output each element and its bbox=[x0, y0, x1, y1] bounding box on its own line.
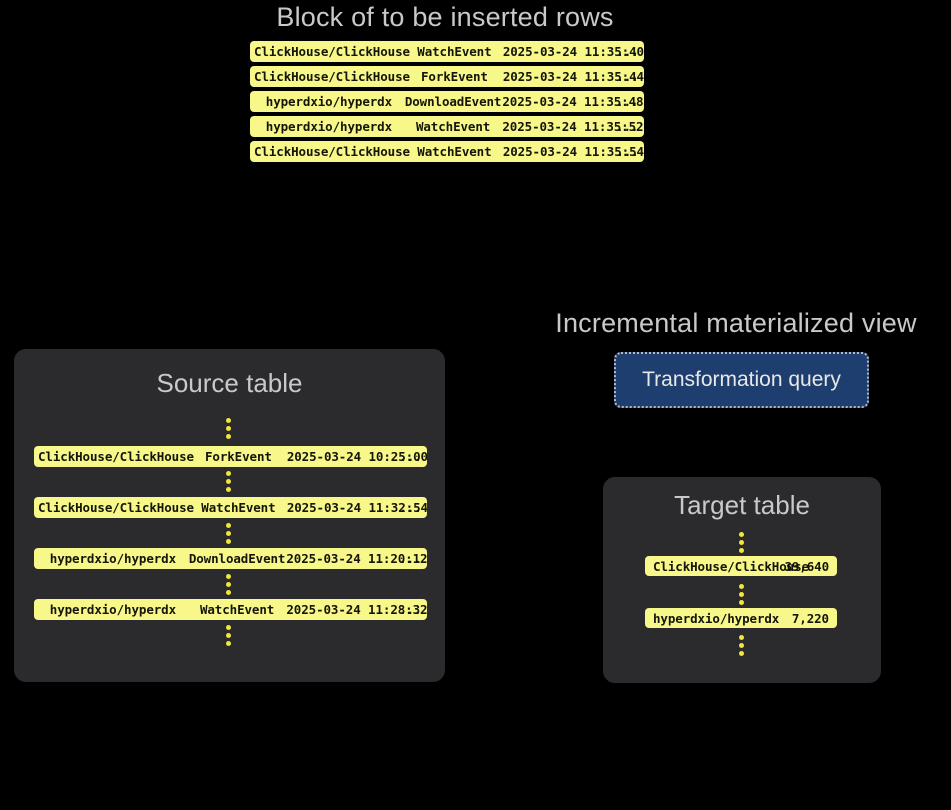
block-row: hyperdxio/hyperdx DownloadEvent 2025-03-… bbox=[250, 91, 644, 112]
row-repo: hyperdxio/hyperdx bbox=[49, 551, 177, 566]
dot-icon bbox=[738, 643, 744, 648]
row-event: WatchEvent bbox=[417, 44, 492, 59]
dot-icon bbox=[225, 487, 231, 492]
target-table-panel: Target table bbox=[603, 477, 881, 683]
row-event: DownloadEvent bbox=[404, 94, 502, 109]
dot-icon bbox=[225, 633, 231, 638]
row-count: 7,220 bbox=[791, 610, 829, 626]
dot-icon bbox=[225, 426, 231, 431]
block-row: ClickHouse/ClickHouse WatchEvent 2025-03… bbox=[250, 141, 644, 162]
dot-icon bbox=[738, 584, 744, 589]
target-dots-separator bbox=[737, 532, 745, 553]
dot-icon bbox=[225, 625, 231, 630]
dot-icon bbox=[225, 531, 231, 536]
dot-icon bbox=[225, 574, 231, 579]
row-ellipsis: ... bbox=[399, 602, 422, 617]
dot-icon bbox=[225, 523, 231, 528]
dot-icon bbox=[225, 539, 231, 544]
row-event: WatchEvent bbox=[415, 119, 491, 134]
row-repo: ClickHouse/ClickHouse bbox=[653, 558, 809, 574]
source-table-row: ClickHouse/ClickHouse ForkEvent 2025-03-… bbox=[34, 446, 427, 467]
dot-icon bbox=[738, 540, 744, 545]
block-row: ClickHouse/ClickHouse WatchEvent 2025-03… bbox=[250, 41, 644, 62]
source-dots-separator bbox=[224, 523, 232, 544]
row-timestamp: 2025-03-24 11:20:12 bbox=[286, 551, 427, 566]
row-timestamp: 2025-03-24 11:35:52 bbox=[502, 119, 644, 134]
dot-icon bbox=[225, 590, 231, 595]
row-ellipsis: ... bbox=[616, 69, 639, 84]
row-repo: ClickHouse/ClickHouse bbox=[254, 44, 410, 59]
dot-icon bbox=[738, 635, 744, 640]
dot-icon bbox=[225, 479, 231, 484]
row-event: WatchEvent bbox=[199, 602, 275, 617]
row-repo: ClickHouse/ClickHouse bbox=[254, 144, 410, 159]
row-repo: hyperdxio/hyperdx bbox=[49, 602, 177, 617]
row-event: DownloadEvent bbox=[188, 551, 286, 566]
dot-icon bbox=[738, 532, 744, 537]
row-repo: ClickHouse/ClickHouse bbox=[38, 500, 194, 515]
row-timestamp: 2025-03-24 11:35:40 bbox=[502, 44, 644, 59]
row-timestamp: 2025-03-24 11:35:48 bbox=[502, 94, 644, 109]
row-ellipsis: ... bbox=[616, 119, 639, 134]
dot-icon bbox=[738, 548, 744, 553]
row-ellipsis: ... bbox=[399, 551, 422, 566]
target-table-row: ClickHouse/ClickHouse 39,640 bbox=[645, 556, 837, 576]
source-table-title: Source table bbox=[156, 368, 303, 398]
row-timestamp: 2025-03-24 10:25:00 bbox=[286, 449, 427, 464]
row-event: WatchEvent bbox=[417, 144, 492, 159]
dot-icon bbox=[225, 434, 231, 439]
block-heading: Block of to be inserted rows bbox=[276, 2, 614, 32]
incremental-mv-heading: Incremental materialized view bbox=[555, 308, 917, 338]
row-repo: hyperdxio/hyperdx bbox=[265, 94, 393, 109]
row-repo: ClickHouse/ClickHouse bbox=[254, 69, 410, 84]
row-ellipsis: ... bbox=[616, 44, 639, 59]
row-timestamp: 2025-03-24 11:35:54 bbox=[502, 144, 644, 159]
transformation-query-box[interactable]: Transformation query bbox=[614, 352, 869, 408]
dot-icon bbox=[225, 582, 231, 587]
target-table-title: Target table bbox=[674, 490, 810, 520]
source-table-row: hyperdxio/hyperdx DownloadEvent 2025-03-… bbox=[34, 548, 427, 569]
row-repo: hyperdxio/hyperdx bbox=[265, 119, 393, 134]
row-ellipsis: ... bbox=[616, 144, 639, 159]
block-row: ClickHouse/ClickHouse ForkEvent 2025-03-… bbox=[250, 66, 644, 87]
source-dots-separator bbox=[224, 471, 232, 492]
row-ellipsis: ... bbox=[616, 94, 639, 109]
row-count: 39,640 bbox=[784, 558, 829, 574]
transformation-query-label: Transformation query bbox=[642, 368, 841, 391]
row-timestamp: 2025-03-24 11:35:44 bbox=[502, 69, 644, 84]
target-dots-separator bbox=[737, 584, 745, 605]
row-ellipsis: ... bbox=[399, 449, 422, 464]
row-ellipsis: ... bbox=[399, 500, 422, 515]
source-table-row: ClickHouse/ClickHouse WatchEvent 2025-03… bbox=[34, 497, 427, 518]
dot-icon bbox=[738, 592, 744, 597]
row-repo: ClickHouse/ClickHouse bbox=[38, 449, 194, 464]
dot-icon bbox=[225, 418, 231, 423]
row-timestamp: 2025-03-24 11:28:32 bbox=[286, 602, 427, 617]
dot-icon bbox=[225, 641, 231, 646]
target-table-row: hyperdxio/hyperdx 7,220 bbox=[645, 608, 837, 628]
source-dots-separator bbox=[224, 574, 232, 595]
target-dots-separator bbox=[737, 635, 745, 656]
source-table-row: hyperdxio/hyperdx WatchEvent 2025-03-24 … bbox=[34, 599, 427, 620]
row-event: WatchEvent bbox=[201, 500, 276, 515]
row-repo: hyperdxio/hyperdx bbox=[653, 610, 780, 626]
row-event: ForkEvent bbox=[204, 449, 272, 464]
row-event: ForkEvent bbox=[420, 69, 488, 84]
dot-icon bbox=[738, 651, 744, 656]
block-row: hyperdxio/hyperdx WatchEvent 2025-03-24 … bbox=[250, 116, 644, 137]
source-dots-separator bbox=[224, 625, 232, 646]
dot-icon bbox=[738, 600, 744, 605]
dot-icon bbox=[225, 471, 231, 476]
row-timestamp: 2025-03-24 11:32:54 bbox=[286, 500, 427, 515]
source-dots-separator bbox=[224, 418, 232, 439]
